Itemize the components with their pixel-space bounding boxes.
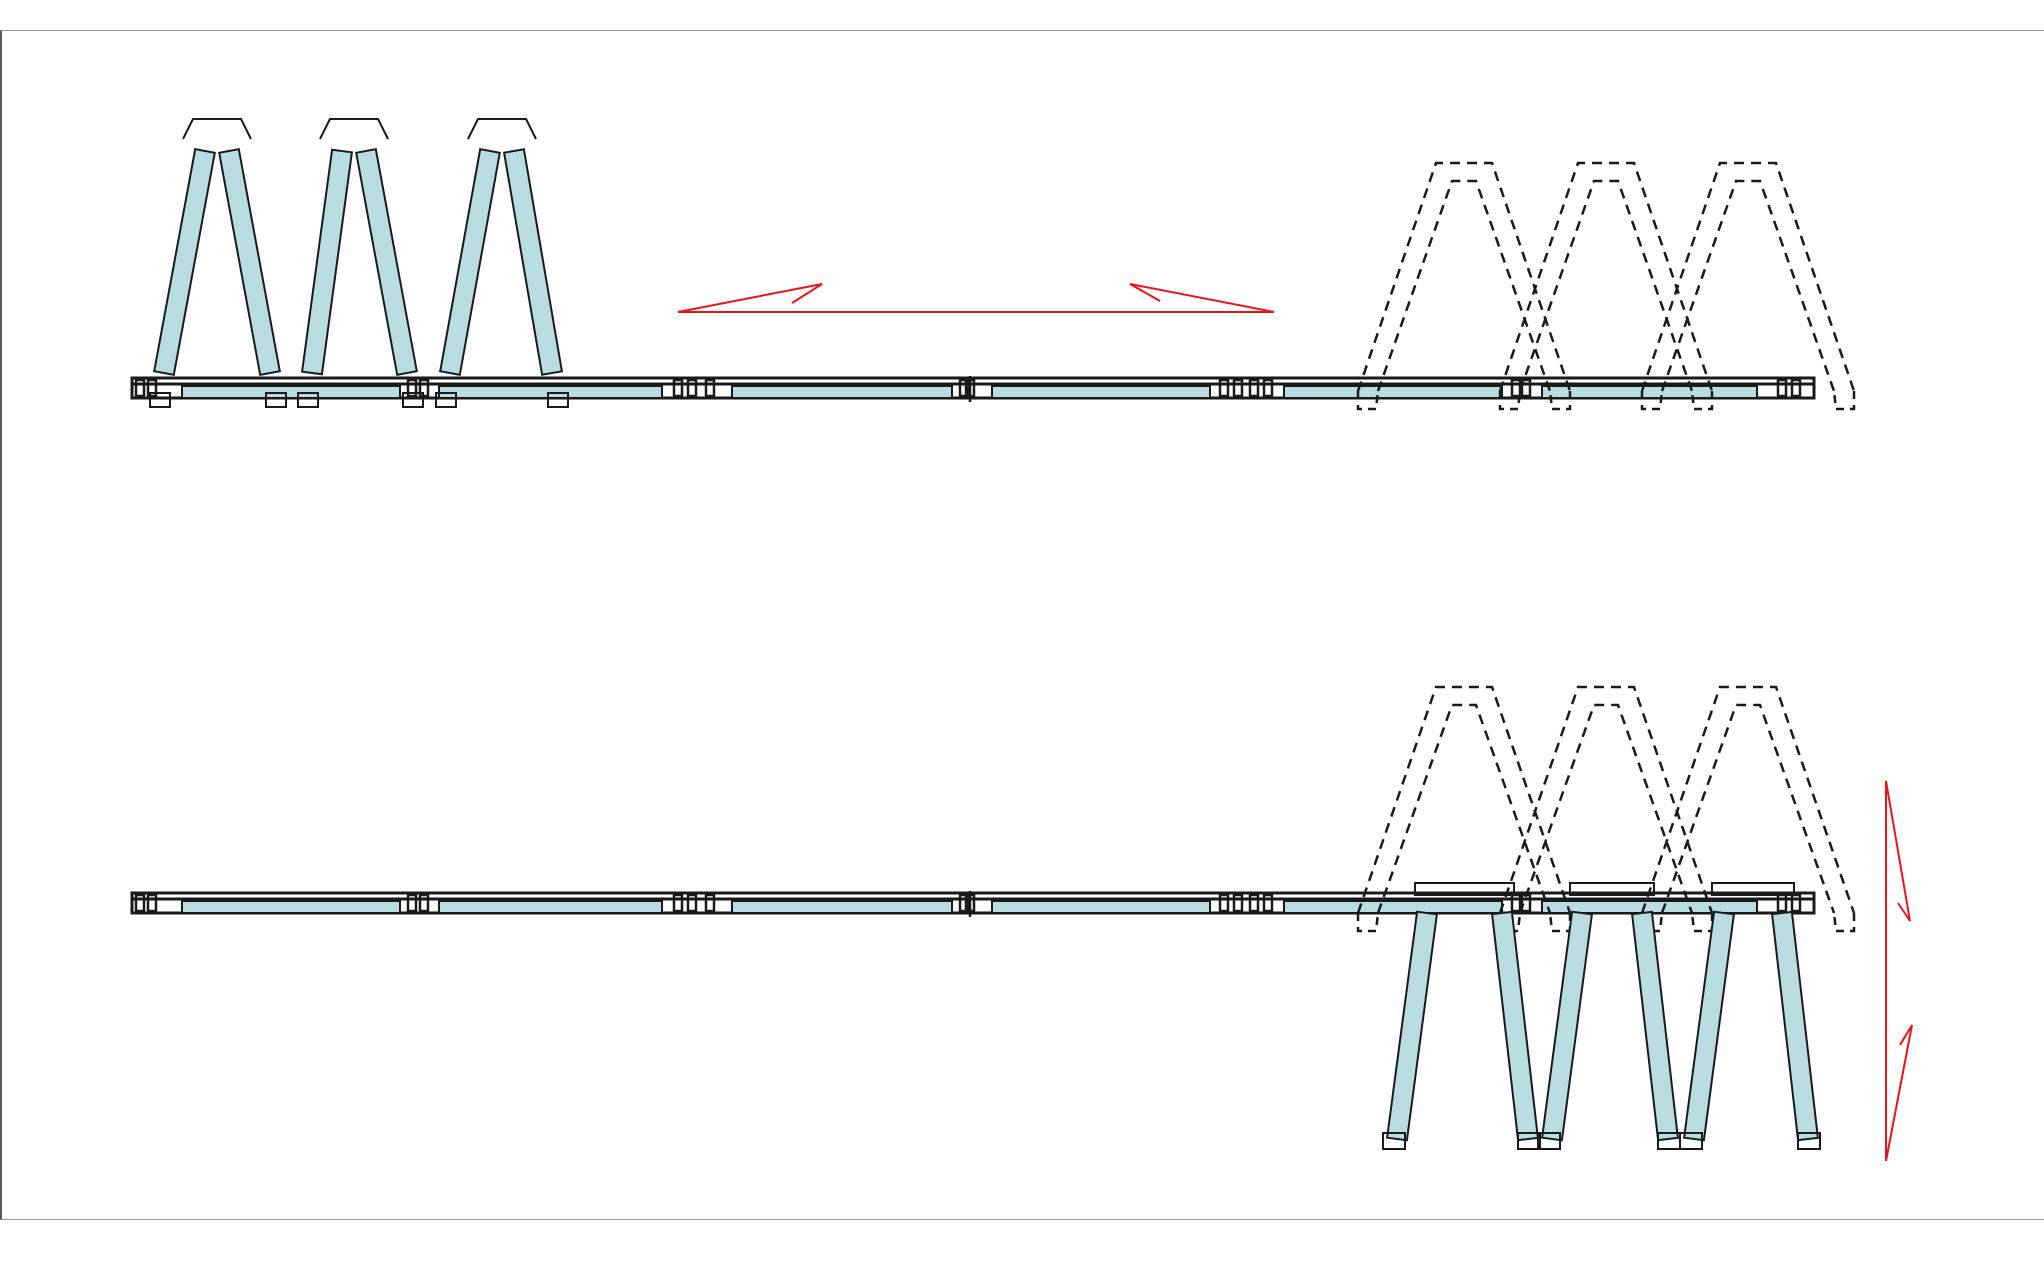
row2-fold-1-leaf-a	[1385, 910, 1439, 1142]
track-stile	[958, 893, 970, 913]
row1-fold-3-leaf-a	[439, 148, 501, 376]
row2-fold-3-leaf-a	[1682, 910, 1736, 1142]
track-stile	[1510, 378, 1522, 398]
track-stile	[1520, 893, 1532, 913]
row2-ghost-fold-2	[1498, 685, 1714, 914]
track-stile	[406, 378, 418, 398]
track-stile	[686, 378, 698, 398]
track-stile	[672, 378, 684, 398]
row2-foot	[1382, 1132, 1406, 1150]
double-arrow-horizontal-icon	[677, 283, 1275, 313]
track-glass-panel	[731, 900, 953, 914]
row1-shoe	[547, 392, 569, 408]
row1-shoe	[435, 392, 457, 408]
row2-top-hinge	[1569, 882, 1655, 896]
row1-ghost-fold-2	[1498, 161, 1714, 392]
row1-fold-2-leaf-b	[355, 148, 418, 376]
track-stile	[1790, 378, 1802, 398]
row2-foot	[1679, 1132, 1703, 1150]
track-stile	[418, 893, 430, 913]
track-frame	[130, 376, 1816, 400]
diagram-frame	[0, 30, 2044, 1220]
track-stile	[958, 378, 970, 398]
row1-shoe	[402, 392, 424, 408]
row2-fold-2-leaf-a	[1540, 910, 1594, 1142]
row2-fold-3-leaf-b	[1770, 910, 1820, 1142]
track-stile	[1262, 378, 1274, 398]
track-stile	[146, 893, 158, 913]
folding-door-plan-diagram	[130, 118, 1913, 1162]
track-stile	[1232, 378, 1244, 398]
track-glass-panel	[1283, 900, 1503, 914]
row2-fold-2-leaf-b	[1630, 910, 1680, 1142]
track-glass-panel	[1283, 385, 1503, 399]
row2-foot	[1537, 1132, 1561, 1150]
row1-shoe	[265, 392, 287, 408]
track-stile	[1262, 893, 1274, 913]
row2-foot	[1797, 1132, 1821, 1150]
row1-fold-3-apex-cap	[467, 118, 537, 140]
row1-fold-1-leaf-a	[153, 148, 216, 376]
track-stile	[1248, 378, 1260, 398]
track-stile	[686, 893, 698, 913]
row1-fold-1-apex-cap	[182, 118, 252, 140]
track-glass-panel	[731, 385, 953, 399]
ghost-fold-layer	[1356, 161, 1856, 933]
track-stile	[672, 893, 684, 913]
row2-fold-1-leaf-b	[1490, 910, 1540, 1142]
row2-ghost-fold-2-feet	[1498, 912, 1714, 933]
track-glass-panel	[991, 900, 1211, 914]
row2-top-hinge	[1414, 882, 1515, 896]
track-glass-panel	[991, 385, 1211, 399]
track-glass-panel	[1541, 385, 1758, 399]
double-arrow-vertical-icon	[1885, 780, 1913, 1162]
folded-panel-layer	[149, 118, 1821, 1150]
track-layer	[130, 376, 1816, 917]
track-stile	[1776, 893, 1788, 913]
row1-ghost-fold-2-feet	[1498, 390, 1714, 411]
track-stile	[1218, 893, 1230, 913]
row1-shoe	[297, 392, 319, 408]
row1-fold-3-leaf-b	[502, 148, 564, 376]
track-stile	[1232, 893, 1244, 913]
track-stile	[1248, 893, 1260, 913]
track-glass-panel	[181, 900, 401, 914]
row1-ghost-fold-1	[1356, 161, 1572, 392]
track-glass-panel	[438, 900, 663, 914]
track-frame	[130, 891, 1816, 915]
row1-fold-2-leaf-a	[300, 148, 354, 376]
track-stile	[1218, 378, 1230, 398]
track-stile	[704, 378, 716, 398]
row1-fold-2-apex-cap	[319, 118, 389, 140]
track-stile	[1776, 378, 1788, 398]
row2-top-hinge	[1711, 882, 1795, 896]
movement-arrow-layer	[677, 283, 1913, 1162]
track-stile	[134, 893, 146, 913]
track-stile	[406, 893, 418, 913]
row2-ghost-fold-1	[1356, 685, 1572, 914]
track-stile	[1510, 893, 1522, 913]
row1-fold-1-leaf-b	[218, 148, 281, 376]
row2-ghost-fold-3-feet	[1640, 912, 1856, 933]
track-stile	[134, 378, 146, 398]
row1-shoe	[149, 392, 171, 408]
row1-ghost-fold-1-feet	[1356, 390, 1572, 411]
row2-ghost-fold-3	[1640, 685, 1856, 914]
track-stile	[1790, 893, 1802, 913]
row1-ghost-fold-3-feet	[1640, 390, 1856, 411]
track-stile	[146, 378, 158, 398]
row2-foot	[1517, 1132, 1541, 1150]
row2-ghost-fold-1-feet	[1356, 912, 1572, 933]
track-glass-panel	[181, 385, 401, 399]
row1-ghost-fold-3	[1640, 161, 1856, 392]
track-stile	[704, 893, 716, 913]
